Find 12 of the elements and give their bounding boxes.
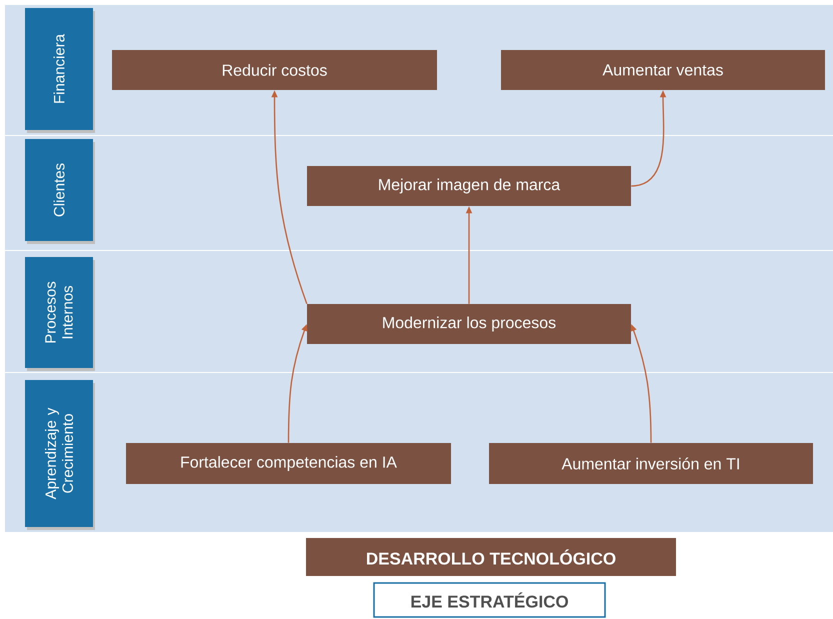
- perspective-label: Financiera: [25, 8, 93, 130]
- objective-box: Fortalecer competencias en IA: [126, 443, 451, 484]
- objective-box: Reducir costos: [112, 50, 437, 90]
- objective-box: Aumentar ventas: [501, 50, 825, 90]
- objective-box: Aumentar inversión en TI: [489, 443, 813, 484]
- objective-box: Modernizar los procesos: [307, 304, 631, 344]
- perspective-label: Procesos Internos: [25, 257, 93, 368]
- perspective-label: Clientes: [25, 139, 93, 241]
- axis-label-box: EJE ESTRATÉGICO: [373, 582, 606, 618]
- axis-box: DESARROLLO TECNOLÓGICO: [306, 538, 676, 576]
- objective-box: Mejorar imagen de marca: [307, 166, 631, 206]
- perspective-label: Aprendizaje y Crecimiento: [25, 380, 93, 527]
